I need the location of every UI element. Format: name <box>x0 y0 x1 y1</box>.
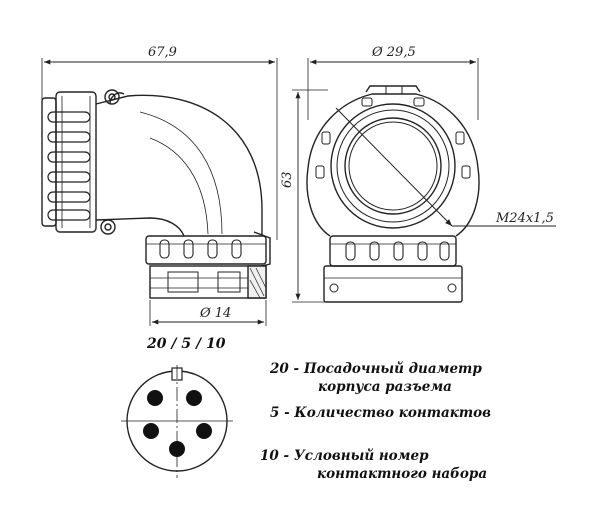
front-lower-nut <box>323 235 463 303</box>
cable-gland <box>145 231 271 299</box>
legend-dash: - <box>293 361 300 377</box>
designation-code: 20 / 5 / 10 <box>147 336 226 352</box>
cable-diameter-label: Ø 14 <box>199 306 231 321</box>
height-label: 63 <box>280 171 295 188</box>
legend-item-diameter-line1: 20 - Посадочный диаметр <box>270 361 482 377</box>
legend-dash: - <box>284 405 290 421</box>
contact-pin <box>196 423 212 439</box>
thread-label: M24x1,5 <box>495 211 554 226</box>
legend-key: 20 <box>270 361 289 377</box>
overall-length-label: 67,9 <box>148 45 177 60</box>
legend-item-contacts: 5 - Количество контактов <box>270 405 491 421</box>
legend-item-set-line2: контактного набора <box>317 466 488 482</box>
side-view <box>41 58 278 326</box>
length-dimension <box>41 58 278 240</box>
body-diameter-label: Ø 29,5 <box>371 45 416 60</box>
cable-diameter-dimension <box>149 300 267 326</box>
elbow-body <box>95 89 263 237</box>
legend-key: 5 <box>270 405 280 421</box>
front-view <box>292 58 556 303</box>
contact-layout <box>121 365 233 478</box>
contact-pin <box>186 390 202 406</box>
contact-pin <box>143 423 159 439</box>
legend-item-set-line1: 10 - Условный номер <box>260 448 429 464</box>
legend-text: Количество контактов <box>294 405 492 421</box>
height-dimension <box>292 89 328 303</box>
front-housing <box>306 85 556 237</box>
legend-dash: - <box>283 448 290 464</box>
legend-item-diameter-line2: корпуса разъема <box>318 379 452 395</box>
contact-pin <box>169 441 185 457</box>
legend-text: Посадочный диаметр <box>303 361 482 377</box>
contact-pin <box>147 390 163 406</box>
legend-text: Условный номер <box>293 448 429 464</box>
legend-key: 10 <box>260 448 279 464</box>
body-diameter-dimension <box>307 58 479 120</box>
coupling-nut <box>41 91 97 233</box>
